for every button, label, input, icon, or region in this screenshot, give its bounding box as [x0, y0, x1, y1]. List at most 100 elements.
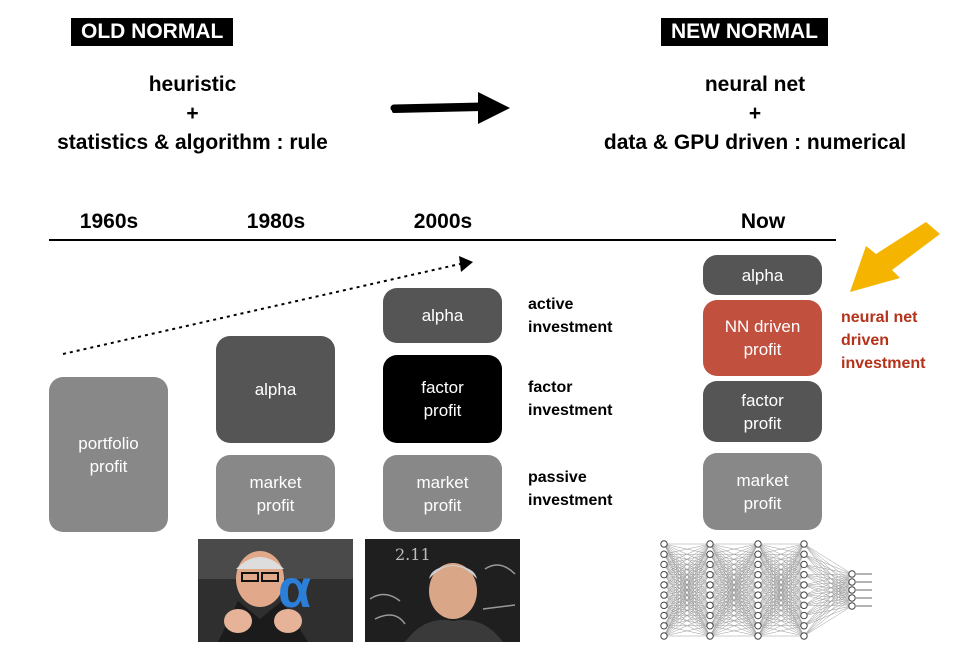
nn-node [800, 550, 808, 558]
factor-profit-box-now: factor profit [703, 381, 822, 442]
chalk-text: 2.11 [395, 545, 431, 564]
new-normal-tag: NEW NORMAL [661, 18, 828, 46]
alpha-box-1980s: alpha [216, 336, 335, 443]
nn-connection [709, 543, 759, 626]
nn-connection [803, 573, 853, 575]
nn-connection [757, 543, 805, 596]
nn-connection [709, 543, 759, 637]
nn-connection [663, 605, 711, 637]
nn-node [706, 550, 714, 558]
nn-driven-profit-box: NN driven profit [703, 300, 822, 376]
nn-connection [803, 573, 853, 606]
old-line-1: heuristic [148, 73, 237, 96]
nn-connection [757, 543, 805, 555]
nn-node [800, 622, 808, 630]
nn-node [800, 560, 808, 569]
nn-connection [709, 584, 759, 637]
nn-node [660, 560, 668, 569]
new-normal-text: neural net + data & GPU driven : numeric… [570, 70, 940, 157]
investor-portrait-icon [198, 539, 353, 642]
transition-arrow-icon [390, 92, 510, 124]
nn-connection [757, 543, 805, 626]
nn-connection [663, 574, 711, 637]
old-normal-text: heuristic + statistics & algorithm : rul… [10, 70, 375, 157]
nn-node [660, 591, 668, 599]
nn-connection [803, 605, 853, 637]
nn-connection [709, 605, 759, 637]
nn-connection [709, 543, 759, 596]
nn-connection [709, 625, 759, 637]
nn-connection [663, 543, 711, 555]
alpha-box-2000s: alpha [383, 288, 502, 343]
old-normal-tag: OLD NORMAL [71, 18, 234, 46]
nn-connection [803, 597, 853, 616]
investor-photo-chalkboard: 2.11 [365, 539, 520, 642]
nn-node [706, 540, 714, 548]
nn-connection [803, 543, 853, 575]
nn-connection [803, 581, 853, 637]
nn-connection [757, 564, 805, 637]
active-investment-label: active investment [528, 296, 613, 336]
nn-node [800, 540, 808, 548]
nn-connection [757, 543, 805, 575]
nn-connection [709, 564, 759, 637]
nn-connection [803, 589, 853, 606]
nn-connection [709, 574, 759, 637]
alpha-symbol: α [278, 559, 312, 619]
nn-node [706, 611, 714, 620]
era-1980s: 1980s [246, 210, 306, 233]
nn-node [706, 570, 714, 579]
nn-connection [757, 543, 805, 586]
nn-connection [803, 573, 853, 626]
nn-node [706, 591, 714, 599]
nn-connection [663, 564, 711, 637]
nn-connection [757, 554, 805, 637]
nn-connection [663, 554, 711, 637]
nn-connection [709, 554, 759, 637]
nn-node [800, 591, 808, 599]
nn-connection [803, 573, 853, 616]
nn-connection [757, 625, 805, 637]
nn-node [660, 622, 668, 630]
timeline-line [49, 239, 836, 241]
nn-node [754, 632, 762, 640]
nn-node [706, 622, 714, 630]
nn-connection [663, 543, 711, 575]
neural-net-investment-label: neural net driven investment [841, 309, 926, 372]
nn-connection [803, 589, 853, 637]
nn-connection [663, 543, 711, 606]
nn-connection [757, 543, 805, 565]
nn-connection [803, 589, 853, 616]
nn-connection [709, 543, 759, 555]
nn-connection [803, 573, 853, 637]
nn-connection [663, 584, 711, 637]
nn-connection [757, 605, 805, 637]
nn-connection [663, 543, 711, 586]
nn-connection [663, 543, 711, 565]
nn-connection [757, 574, 805, 637]
nn-connection [803, 605, 853, 627]
nn-connection [663, 543, 711, 637]
nn-node [660, 611, 668, 620]
nn-node [660, 570, 668, 579]
nn-connection [803, 605, 853, 607]
nn-node [754, 550, 762, 558]
nn-node [754, 570, 762, 579]
new-plus: + [748, 102, 762, 125]
chalkboard-portrait-icon [365, 539, 520, 642]
nn-node [848, 594, 856, 602]
nn-node [706, 560, 714, 569]
nn-node [754, 540, 762, 548]
nn-node [754, 622, 762, 630]
nn-connection [757, 543, 805, 606]
market-profit-box-now: market profit [703, 453, 822, 530]
nn-node [706, 581, 714, 589]
nn-connection [757, 584, 805, 637]
passive-investment-label: passive investment [528, 469, 613, 509]
nn-connection [803, 564, 853, 575]
nn-connection [803, 597, 853, 606]
era-1960s: 1960s [79, 210, 139, 233]
nn-node [848, 602, 856, 610]
nn-node [660, 632, 668, 640]
nn-connection [757, 594, 805, 637]
